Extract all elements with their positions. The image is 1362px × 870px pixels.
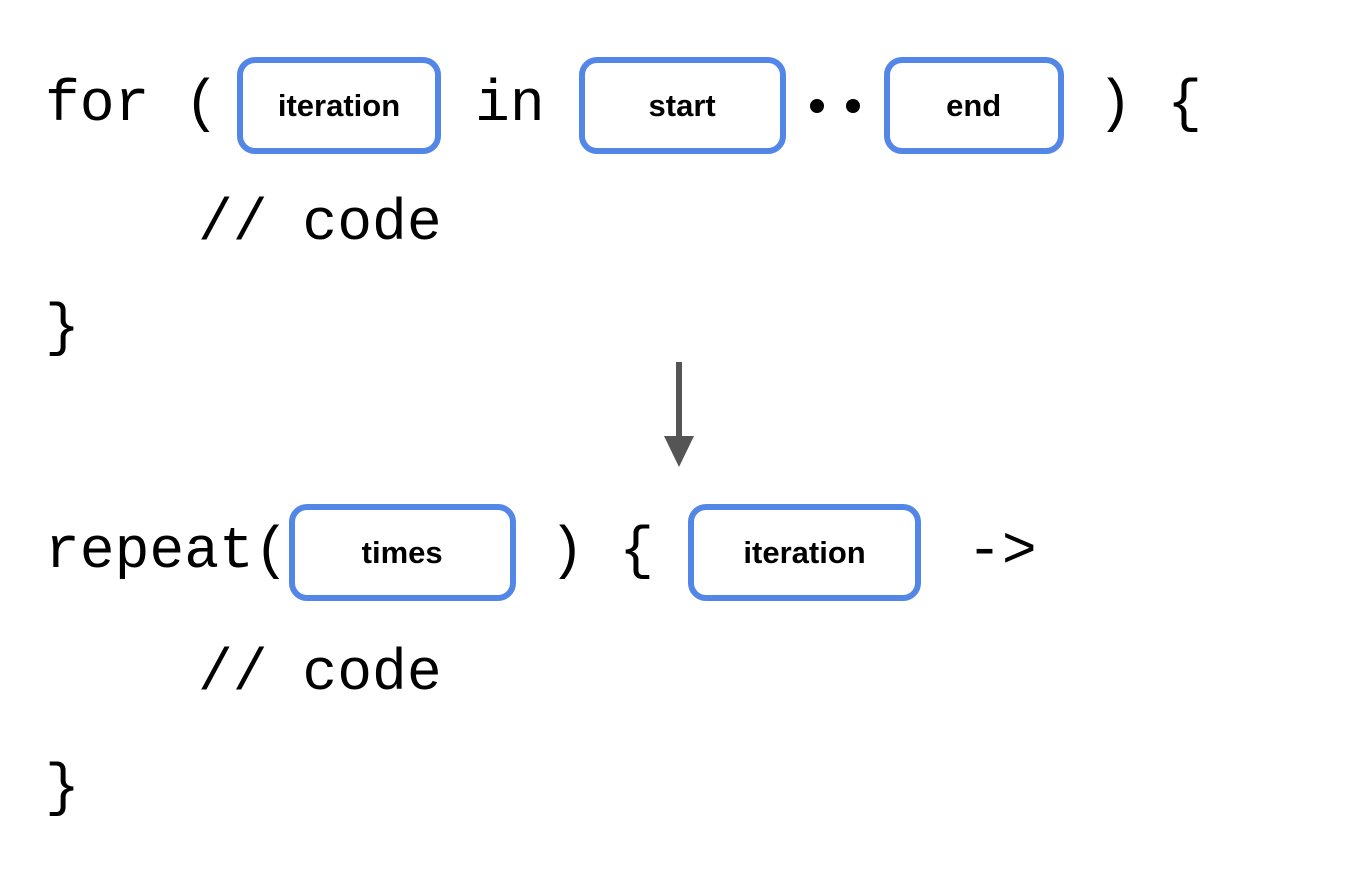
slot-end[interactable]: end [883, 57, 1064, 154]
after-comment-text: // code [198, 642, 442, 707]
in-keyword: in [475, 72, 545, 138]
slot-end-label: end [946, 88, 1002, 123]
range-dot-2 [845, 98, 860, 113]
slot-times-label: times [361, 535, 443, 570]
before-comment-text: // code [198, 192, 442, 257]
slot-iteration-after[interactable]: iteration [688, 504, 922, 601]
after-line-repeat-header: repeat( times ) { iteration -> [45, 504, 1037, 601]
slot-start-label: start [648, 88, 716, 123]
range-dot-1 [809, 98, 824, 113]
slot-iteration-after-label: iteration [743, 535, 866, 570]
before-close-brace-text: } [45, 297, 80, 362]
slot-start[interactable]: start [578, 57, 786, 154]
after-close-brace-text: } [45, 757, 80, 822]
transform-arrow-icon [664, 362, 694, 467]
slot-iteration-before-label: iteration [277, 88, 401, 123]
for-keyword-prefix: for ( [45, 72, 220, 138]
arrow-head [664, 436, 694, 467]
slot-iteration-before[interactable]: iteration [237, 57, 442, 154]
before-line-for-header: for ( iteration in start end ) { [45, 57, 1202, 154]
repeat-keyword-prefix: repeat( [45, 519, 289, 585]
before-line-close-brace: } [45, 300, 80, 360]
repeat-header-middle: ) { [549, 519, 655, 585]
slot-times[interactable]: times [288, 504, 516, 601]
for-header-suffix: ) { [1097, 72, 1203, 138]
after-line-comment: // code [198, 645, 442, 705]
range-operator-icon [786, 98, 884, 113]
lambda-arrow-text: -> [967, 519, 1037, 585]
before-line-comment: // code [198, 195, 442, 255]
after-line-close-brace: } [45, 760, 80, 820]
